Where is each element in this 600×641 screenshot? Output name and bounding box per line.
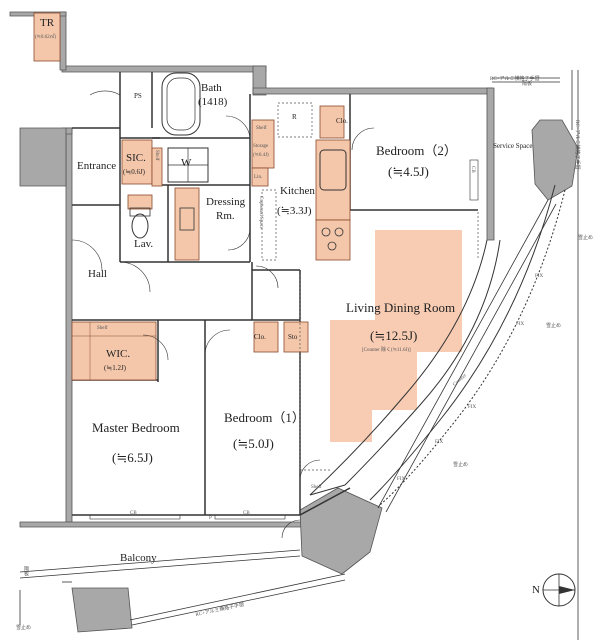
wic-size: (≒1.2J) — [104, 364, 127, 372]
fix-mark-5: FIX — [397, 477, 406, 482]
bedroom2-size: (≒4.5J) — [388, 164, 429, 179]
cupboard-label: Cupboard Space — [258, 196, 263, 229]
railing-top-label: RC+アルミ横格子手摺 — [490, 77, 540, 82]
closet-bed1-label: Clo. — [254, 333, 266, 341]
bath-size: (1418) — [198, 96, 228, 108]
cb-mark-bedroom: CB — [130, 511, 137, 516]
wic-label: WIC. — [106, 348, 131, 360]
kakuban-label-1: 隔板 — [23, 566, 28, 576]
compass-label: N — [532, 584, 540, 596]
cb-mark-bedroom2: CB — [470, 166, 475, 173]
railing-right-label: RC+アルミ横格子手摺 — [574, 120, 579, 170]
washer-label: W — [181, 157, 192, 169]
p-mark: P — [209, 516, 212, 521]
hall-label: Hall — [88, 268, 107, 280]
ps-label: PS — [134, 92, 142, 100]
storage-label: Storage — [253, 144, 269, 149]
storage-bed1-label: Sto — [288, 333, 298, 341]
storage-size: (≒0.4J) — [253, 153, 269, 158]
toilet — [131, 213, 149, 239]
service-space-label: Service Space — [493, 142, 533, 150]
tr-size: (≒0.62㎡) — [35, 35, 57, 40]
bedroom1-label: Bedroom（1） — [224, 410, 305, 425]
sic-label: SIC. — [126, 152, 146, 164]
yukidome-label-1: 雪止め — [578, 236, 594, 241]
kakuban-label-2: 隔板 — [522, 82, 533, 87]
ldr-shelf-label: Shelf — [311, 485, 322, 490]
closet-top-label: Clo. — [336, 117, 348, 125]
bath-label: Bath — [201, 82, 222, 94]
curved-facade — [309, 184, 566, 506]
tr-label: TR — [40, 17, 55, 29]
dressing-label: Dressing — [206, 196, 246, 208]
fix-mark-3: FIX — [468, 405, 477, 410]
sic-size: (≒0.6J) — [123, 168, 146, 176]
ldr-label: Living Dining Room — [346, 300, 456, 315]
yukidome-label-2: 雪止め — [546, 324, 562, 329]
master-bedroom-label: Master Bedroom — [92, 420, 180, 435]
bedroom1-size: (≒5.0J) — [233, 436, 274, 451]
railings — [19, 70, 579, 640]
kitchen-sink — [319, 149, 347, 191]
dressing-label-2: Rm. — [216, 210, 235, 222]
dashed-outlines — [261, 102, 479, 471]
lav-label: Lav. — [134, 238, 154, 250]
fix-mark-4: FIX — [435, 440, 444, 445]
master-bedroom-size: (≒6.5J) — [112, 450, 153, 465]
cb-mark-bedroom1: CB — [243, 511, 250, 516]
bedroom2-label: Bedroom（2） — [376, 143, 457, 158]
linen-label: Lin. — [254, 175, 263, 180]
door-swings — [71, 90, 375, 539]
tr-fixture — [33, 12, 61, 62]
wic-shelves — [72, 322, 156, 380]
kitchen-size: (≒3.3J) — [277, 205, 312, 217]
fix-mark-2: FIX — [516, 322, 525, 327]
yukidome-label-4: 雪止め — [16, 626, 32, 631]
fixtures — [71, 105, 351, 381]
sic-shelf-label: Shelf — [154, 150, 159, 161]
compass-icon — [542, 573, 576, 607]
yukidome-label-3: 雪止め — [453, 463, 469, 468]
entrance-label: Entrance — [77, 160, 117, 172]
windows — [89, 159, 479, 520]
ldr-size: (≒12.5J) — [370, 328, 418, 343]
balcony-label: Balcony — [120, 552, 157, 564]
ldr-floor-tint — [330, 230, 462, 442]
bathtub — [161, 72, 201, 136]
kitchen-label: Kitchen — [280, 185, 315, 197]
wic-shelf-label: Shelf — [97, 326, 108, 331]
vanity-basin — [179, 207, 195, 231]
ldr-note: [Counter 除く(≒11.6J)] — [362, 348, 411, 353]
refrigerator-label: R — [292, 113, 297, 121]
fix-mark-1: FIX — [535, 274, 544, 279]
storage-shelf-label: Shelf — [256, 126, 267, 131]
stove — [321, 227, 344, 251]
